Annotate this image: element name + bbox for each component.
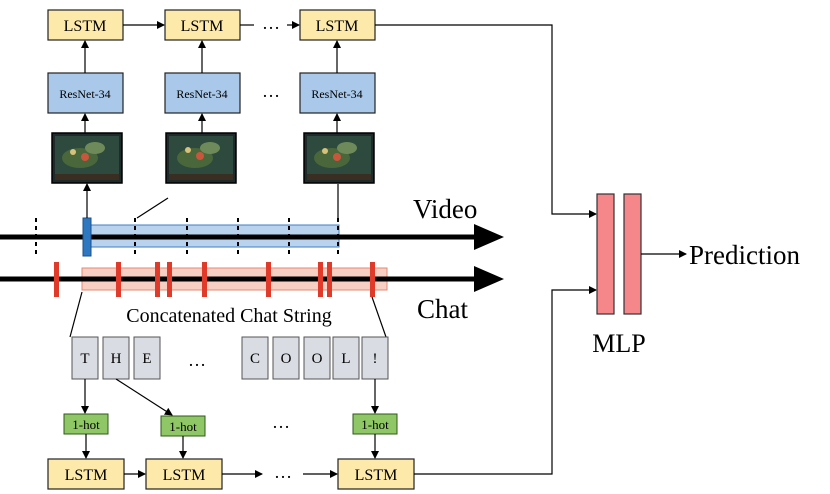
char-H-to-onehot-arrow — [115, 378, 173, 416]
video-frame-3 — [303, 132, 375, 184]
char-E: E — [142, 351, 151, 367]
video-lstm-3: LSTM — [299, 9, 376, 41]
char-ellipsis: … — [188, 350, 206, 370]
concat-chat-label: Concatenated Chat String — [126, 305, 332, 327]
video-lstm-1: LSTM — [47, 9, 124, 41]
video-label: Video — [413, 194, 477, 224]
frame-2-diagonal — [136, 197, 169, 219]
char-box-exclaim: ! — [361, 336, 389, 380]
chat-lstm-1: LSTM — [47, 458, 125, 490]
video-dashed-ticks — [35, 218, 339, 256]
chat-lstm-3-label: LSTM — [355, 467, 398, 484]
concat-bracket-right — [371, 296, 387, 338]
video-frame-2 — [165, 132, 237, 184]
chat-label: Chat — [417, 294, 468, 324]
video-current-marker — [82, 217, 92, 257]
chat-message-ticks — [54, 262, 375, 297]
video-lstm-2-label: LSTM — [181, 18, 224, 35]
resnet-1-label: ResNet-34 — [59, 87, 110, 101]
onehot-ellipsis: … — [272, 412, 290, 432]
video-to-mlp-connector — [375, 24, 597, 218]
char-O2: O — [312, 351, 323, 367]
chat-lstm-3: LSTM — [337, 458, 415, 490]
onehot-2: 1-hot — [160, 415, 206, 437]
video-lstm-2: LSTM — [164, 9, 241, 41]
resnet-2: ResNet-34 — [164, 72, 241, 114]
chat-lstm-2-label: LSTM — [163, 467, 206, 484]
chat-lstm-2: LSTM — [145, 458, 223, 490]
char-exclaim: ! — [373, 351, 378, 367]
onehot-3: 1-hot — [352, 413, 398, 435]
char-box-C: C — [241, 336, 269, 380]
char-T: T — [80, 351, 89, 367]
prediction-label: Prediction — [689, 240, 800, 270]
chat-axis-arrowhead — [474, 266, 504, 292]
resnet-2-label: ResNet-34 — [176, 87, 227, 101]
char-box-H: H — [102, 336, 130, 380]
video-lstm-3-label: LSTM — [316, 18, 359, 35]
video-lstm-ellipsis: … — [262, 13, 280, 33]
chat-to-mlp-connector — [414, 286, 597, 475]
char-C: C — [250, 351, 260, 367]
onehot-1: 1-hot — [63, 413, 109, 435]
resnet-ellipsis: … — [262, 81, 280, 101]
onehot-1-label: 1-hot — [72, 417, 100, 432]
char-box-L: L — [332, 336, 360, 380]
mlp-block — [596, 193, 642, 315]
video-frame-1 — [51, 132, 123, 184]
video-axis-arrowhead — [474, 224, 504, 250]
char-box-O2: O — [303, 336, 331, 380]
concat-bracket-left — [69, 291, 83, 338]
char-O1: O — [281, 351, 292, 367]
onehot-2-label: 1-hot — [169, 419, 197, 434]
mlp-layer-1 — [596, 193, 615, 315]
chat-timeline — [0, 262, 504, 297]
char-H: H — [111, 351, 122, 367]
chat-lstm-ellipsis: … — [274, 462, 292, 482]
mlp-label: MLP — [592, 329, 645, 358]
char-box-E: E — [133, 336, 161, 380]
char-box-O1: O — [272, 336, 300, 380]
resnet-3-label: ResNet-34 — [311, 87, 362, 101]
video-timeline — [0, 217, 504, 257]
resnet-1: ResNet-34 — [47, 72, 124, 114]
resnet-3: ResNet-34 — [299, 72, 376, 114]
char-L: L — [341, 351, 350, 367]
video-lstm-1-label: LSTM — [64, 18, 107, 35]
mlp-layer-2 — [623, 193, 642, 315]
chat-lstm-1-label: LSTM — [65, 467, 108, 484]
char-box-T: T — [71, 336, 99, 380]
onehot-3-label: 1-hot — [361, 417, 389, 432]
